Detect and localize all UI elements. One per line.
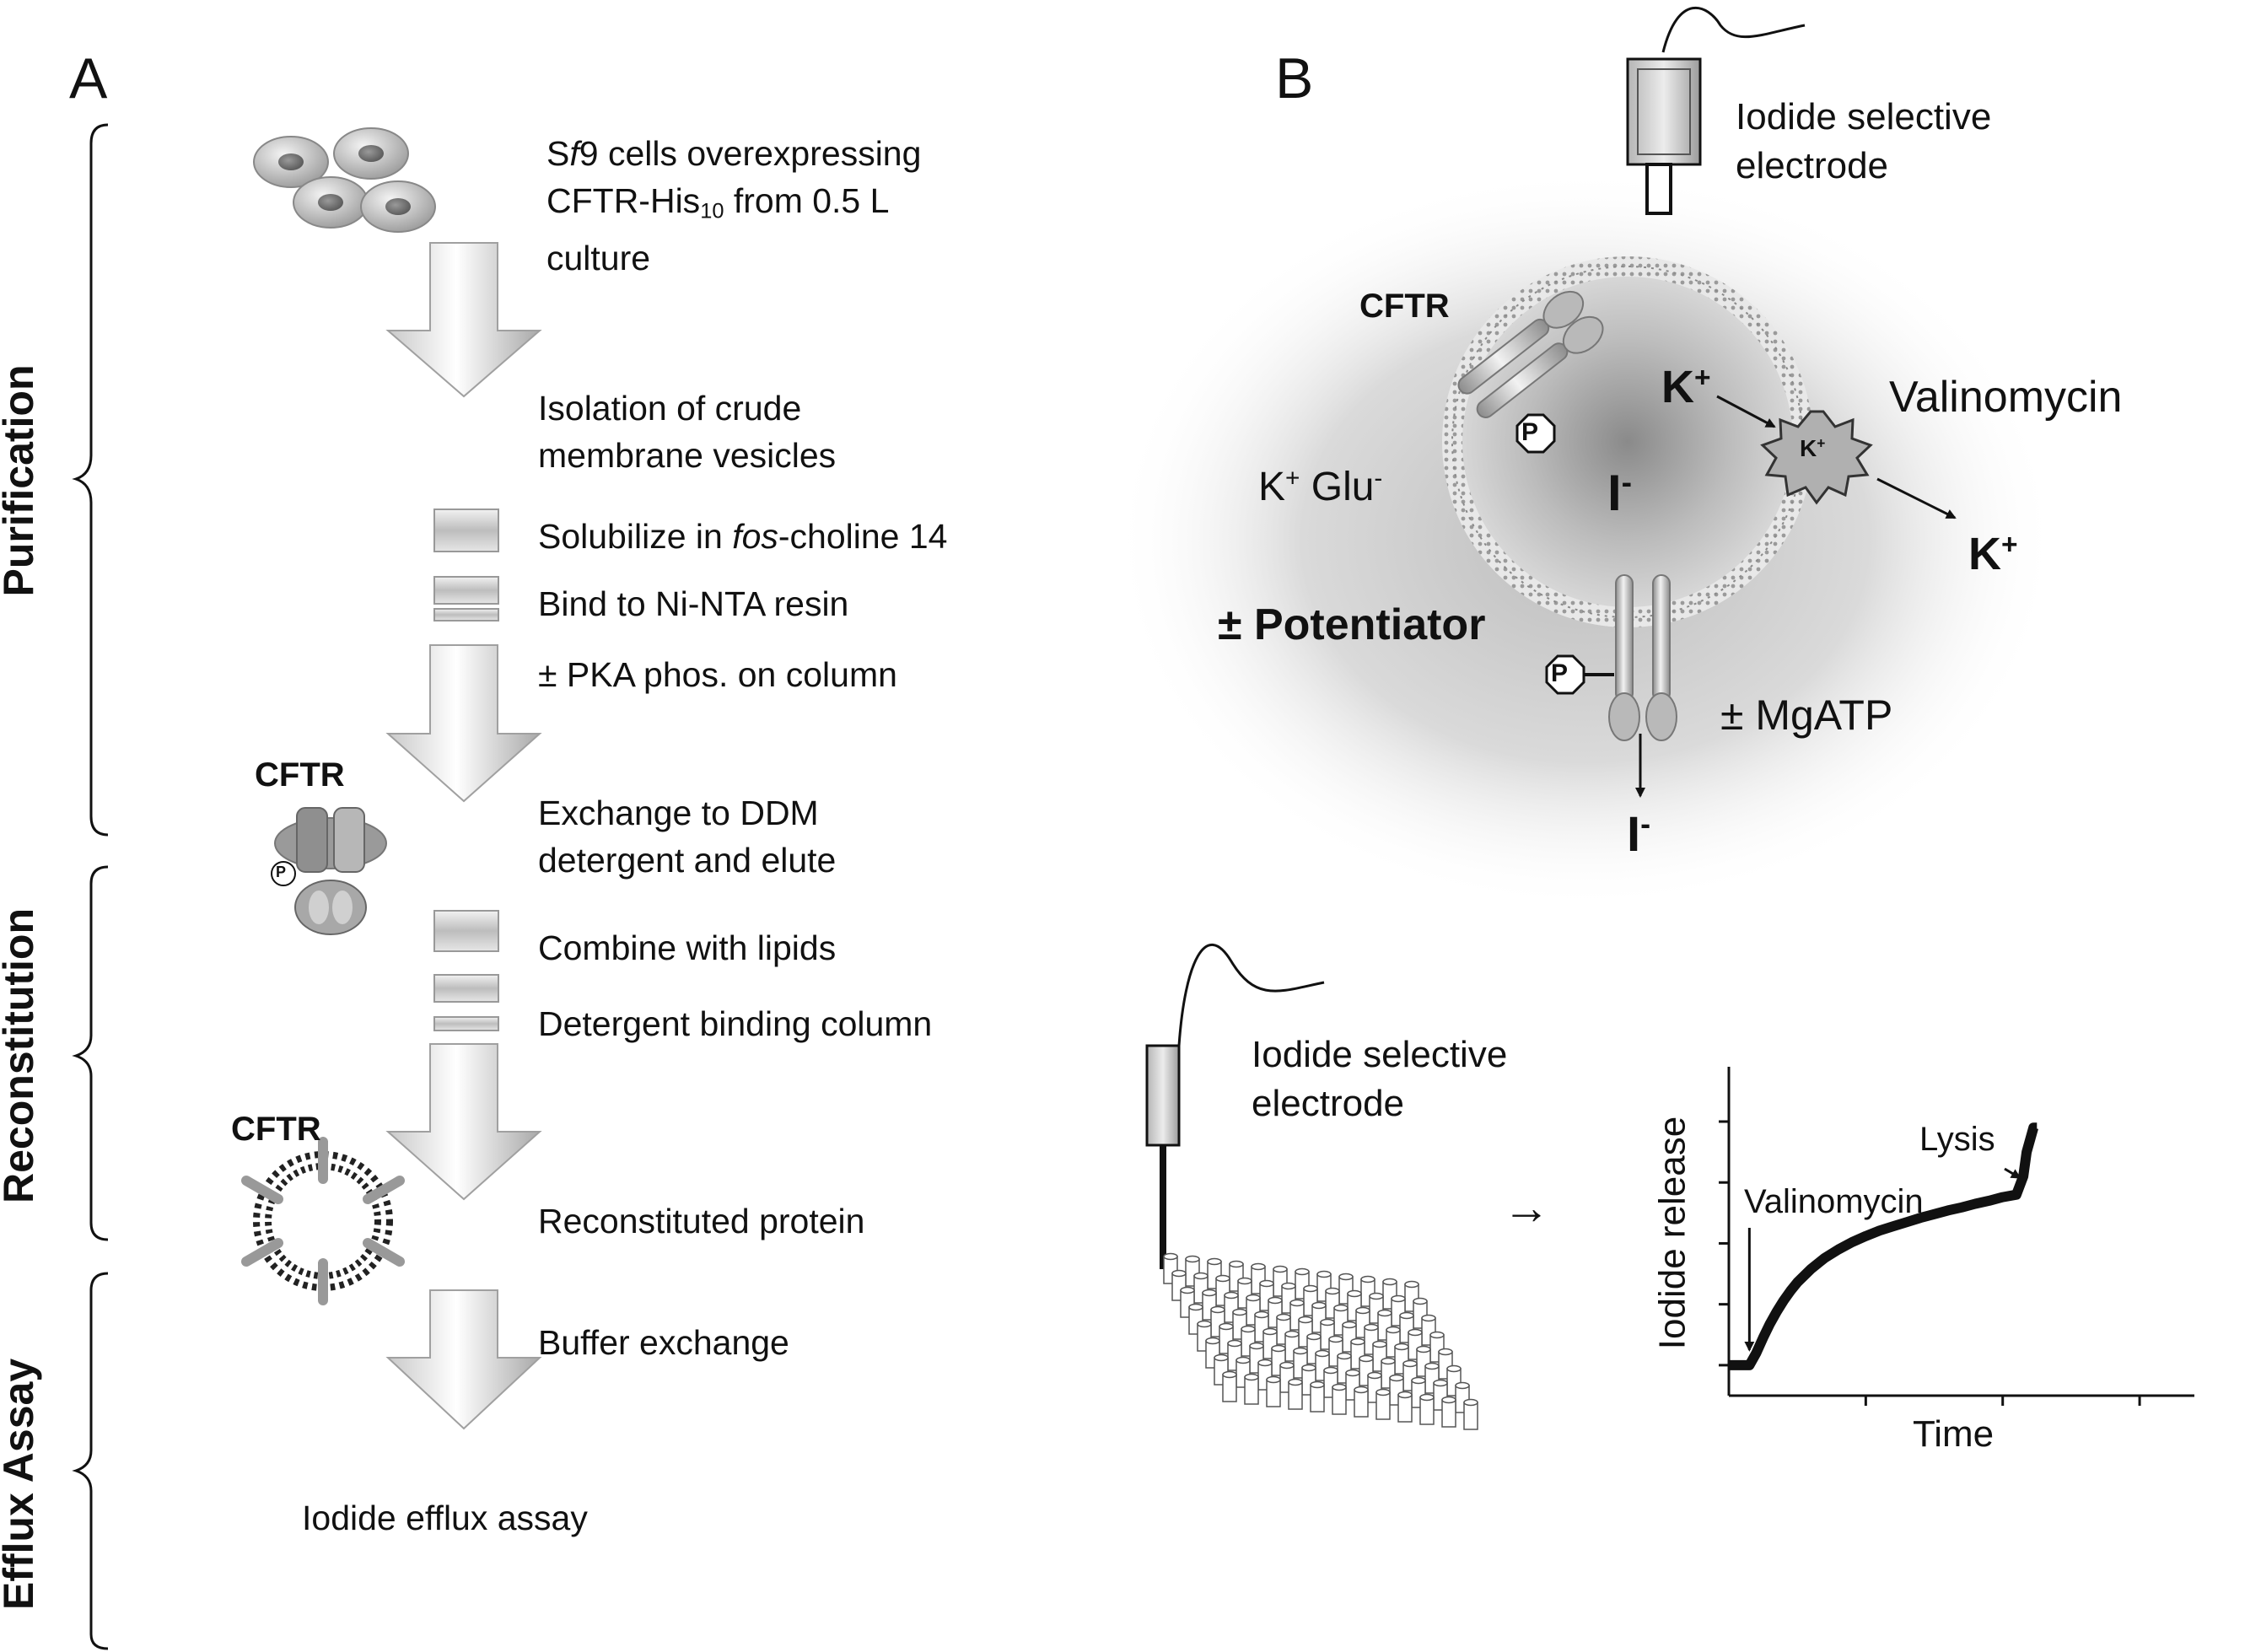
k-glu-label: K+ Glu-	[1258, 464, 1383, 509]
panel-a-label: A	[69, 46, 108, 110]
panel-b-arrows	[1635, 395, 1957, 798]
sf9-cells-icon	[253, 127, 436, 233]
electrode-top-icon	[1626, 7, 1806, 215]
k-out-arrow	[1876, 477, 1957, 519]
phospho-label-a: P	[276, 864, 287, 880]
step-bind: Bind to Ni-NTA resin	[538, 584, 849, 623]
step-pka: ± PKA phos. on column	[538, 655, 897, 694]
well-84	[1222, 1370, 1237, 1402]
k-outside-label: K+	[1968, 529, 2018, 579]
potentiator-label: ± Potentiator	[1218, 600, 1486, 649]
iodide-inside-label: I-	[1607, 464, 1633, 521]
electrode-bottom-icon	[1145, 943, 1325, 1269]
step-isolation: Isolation of crude membrane vesicles	[538, 389, 837, 475]
cftr-label-detergent: CFTR	[255, 756, 345, 794]
well-93	[1419, 1393, 1435, 1425]
well-94	[1441, 1396, 1456, 1428]
section-efflux-label: Efflux Assay	[0, 1358, 42, 1611]
well-86	[1266, 1375, 1281, 1407]
electrode-top-label: Iodide selective electrode	[1736, 96, 1992, 186]
chart-annotation-lysis: Lysis	[1919, 1121, 1995, 1158]
well-15	[1237, 1277, 1252, 1309]
well-92	[1397, 1391, 1413, 1423]
well-54	[1328, 1335, 1343, 1367]
process-arrow-4	[385, 1289, 542, 1430]
phospho-label-upper: P	[1521, 418, 1539, 446]
well-34	[1399, 1311, 1414, 1343]
vesicle	[1442, 256, 1813, 627]
purification-brace	[72, 123, 109, 837]
column-block-solubilize	[433, 509, 499, 552]
process-arrow-3	[385, 1043, 542, 1201]
chart-annotation-valinomycin: Valinomycin	[1744, 1183, 1924, 1220]
lysis-arrow	[2004, 1167, 2021, 1179]
well-90	[1354, 1386, 1369, 1418]
chart-x-label: Time	[1913, 1413, 1995, 1455]
step-combine: Combine with lipids	[538, 928, 837, 967]
well-95	[1463, 1398, 1478, 1430]
valinomycin-icon	[1760, 410, 1873, 505]
electrode-bottom-label: Iodide selective electrode	[1252, 1034, 1508, 1124]
panel-b-label: B	[1275, 46, 1314, 110]
process-arrow-2	[385, 644, 542, 803]
chart-ticks	[1719, 1120, 2141, 1406]
proteoliposome-icon	[241, 1137, 405, 1305]
k-inside-label: K+	[1661, 362, 1711, 412]
iodide-out-label: I-	[1627, 806, 1651, 862]
cftr-channel-lower	[1545, 574, 1677, 741]
well-85	[1244, 1373, 1259, 1405]
step-sf9-cells: Sf9 cells overexpressing CFTR-His10 from…	[546, 134, 922, 278]
cftr-channel-upper	[1457, 290, 1604, 454]
cftr-label-liposome: CFTR	[231, 1111, 321, 1148]
well-89	[1332, 1383, 1347, 1415]
column-block-bind	[433, 576, 499, 622]
column-block-detergent	[433, 974, 499, 1031]
valinomycin-label: Valinomycin	[1889, 373, 2123, 422]
efflux-assay-brace	[72, 1272, 109, 1650]
column-block-combine	[433, 910, 499, 952]
step-reconstituted: Reconstituted protein	[538, 1202, 865, 1240]
step-exchange: Exchange to DDM detergent and elute	[538, 794, 837, 880]
section-purification-label: Purification	[0, 364, 42, 597]
mgatp-label: ± MgATP	[1720, 691, 1893, 739]
well-plate-icon	[1163, 1252, 1478, 1430]
section-reconstitution-label: Reconstitution	[0, 908, 42, 1203]
step-iodide-efflux: Iodide efflux assay	[302, 1499, 588, 1537]
k-in-arrow	[1716, 395, 1776, 428]
reconstitution-brace	[72, 865, 109, 1241]
iodide-release-chart	[1719, 1067, 2194, 1406]
process-arrow-1	[385, 242, 542, 398]
process-arrow-glyph: →	[1503, 1181, 1550, 1234]
well-87	[1288, 1378, 1303, 1410]
step-solubilize: Solubilize in fos-choline 14	[538, 517, 948, 556]
chart-y-label: Iodide release	[1651, 1116, 1693, 1350]
well-91	[1375, 1388, 1391, 1420]
cftr-detergent-icon	[271, 807, 387, 935]
chart-series-line	[1729, 1122, 2039, 1370]
step-buffer-exchange: Buffer exchange	[538, 1323, 789, 1362]
phospho-label-lower: P	[1551, 659, 1569, 687]
step-detergent-column: Detergent binding column	[538, 1004, 933, 1043]
valinomycin-k-label: K+	[1800, 434, 1826, 461]
well-88	[1310, 1380, 1325, 1413]
cftr-label-vesicle: CFTR	[1359, 288, 1450, 325]
